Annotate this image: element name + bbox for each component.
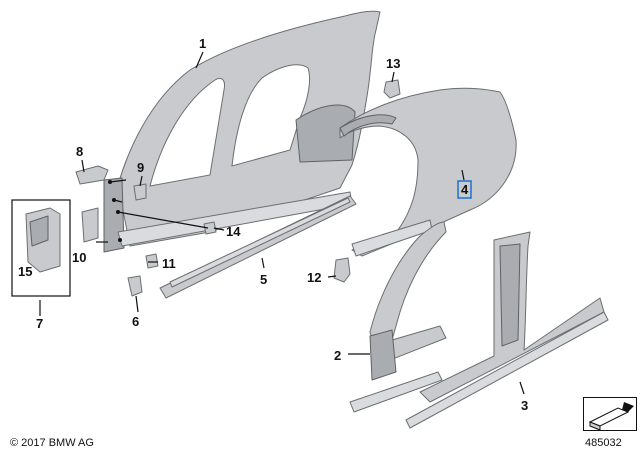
part-1-side-frame [103,10,381,253]
part-5-sill-reinforcement [159,195,357,299]
label-9: 9 [137,160,144,175]
part-6-bracket [127,275,143,297]
part-9-bracket [133,183,147,201]
label-7: 7 [36,316,43,331]
copyright-text: © 2017 BMW AG [10,437,94,449]
label-5: 5 [260,272,267,287]
label-8: 8 [76,144,83,159]
label-12: 12 [307,270,321,285]
leader-lines [39,51,525,395]
part-13-bracket [383,79,401,99]
label-2: 2 [334,348,341,363]
part-3-side-frame-lower [405,231,609,429]
part-12-bracket [333,257,351,283]
label-14: 14 [226,224,241,239]
label-13: 13 [386,56,400,71]
label-4[interactable]: 4 [461,182,469,197]
part-8-bracket [75,165,109,185]
label-11: 11 [162,256,176,271]
highlight-box-4 [457,180,472,199]
part-11-bracket [145,253,159,269]
part-10-bracket [81,207,99,243]
part-2-front-pillar [349,221,447,413]
label-1: 1 [199,36,206,51]
part-7-frame [11,199,71,297]
label-6: 6 [132,314,139,329]
document-number: 485032 [585,437,622,449]
part-14-bracket [203,221,217,235]
part-15-bracket [25,207,61,273]
part-number-labels: 1 13 4 8 9 14 10 11 15 5 12 7 6 2 3 [18,36,528,413]
label-15: 15 [18,264,32,279]
label-3: 3 [521,398,528,413]
view-direction-arrow-icon [583,397,637,431]
label-10: 10 [72,250,86,265]
